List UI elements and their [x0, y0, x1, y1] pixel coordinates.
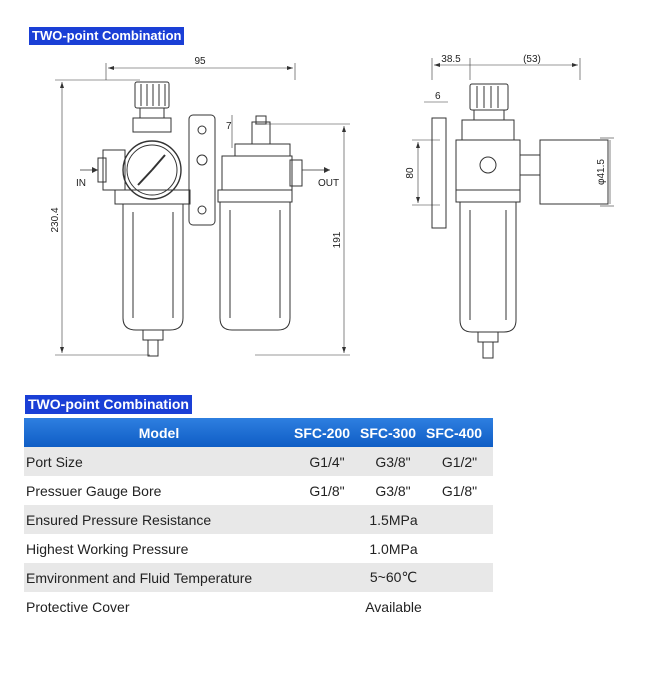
- row-value: 5~60℃: [294, 563, 493, 592]
- row-value: G1/8": [441, 482, 478, 499]
- dim-80: 80: [405, 167, 416, 179]
- table-row: Port Size G1/4" G3/8" G1/2": [24, 447, 493, 476]
- row-label: Port Size: [24, 447, 294, 476]
- header-sfc-300: SFC-300: [360, 418, 426, 447]
- row-value: Available: [365, 598, 422, 615]
- row-value: G1/4": [294, 447, 360, 476]
- row-value: G3/8": [375, 482, 411, 499]
- row-label: Pressuer Gauge Bore: [26, 482, 162, 499]
- header-sfc-400: SFC-400: [426, 418, 493, 447]
- table-row: Ensured Pressure Resistance 1.5MPa: [24, 505, 493, 534]
- row-label: Emvironment and Fluid Temperature: [24, 563, 294, 592]
- table-row: Pressuer Gauge Bore G1/8" G3/8" G1/8": [24, 476, 493, 505]
- header-model: Model: [24, 418, 294, 447]
- dim-6: 6: [435, 91, 441, 102]
- row-value: G1/8": [309, 482, 345, 499]
- row-label: Ensured Pressure Resistance: [24, 505, 294, 534]
- dim-95: 95: [194, 56, 206, 67]
- dim-191: 191: [332, 231, 343, 248]
- table-row: Highest Working Pressure 1.0MPa: [24, 534, 493, 563]
- row-value: 1.5MPa: [294, 505, 493, 534]
- spec-table: Model SFC-200 SFC-300 SFC-400 Port Size …: [24, 418, 493, 621]
- out-label: OUT: [318, 178, 339, 189]
- row-value: G1/2": [426, 447, 493, 476]
- header-sfc-200: SFC-200: [294, 418, 360, 447]
- dim-53: (53): [523, 54, 541, 65]
- technical-drawing: 95 230.4 191 7 I: [50, 54, 614, 359]
- table-row: Protective Cover Available: [24, 592, 493, 621]
- row-label: Protective Cover: [26, 598, 130, 615]
- dim-7: 7: [226, 121, 232, 132]
- dim-230-4: 230.4: [50, 207, 61, 232]
- in-label: IN: [76, 178, 86, 189]
- dim-38-5: 38.5: [441, 54, 461, 65]
- section-title-top: TWO-point Combination: [29, 27, 185, 45]
- row-value: 1.0MPa: [369, 540, 418, 557]
- table-row: Emvironment and Fluid Temperature 5~60℃: [24, 563, 493, 592]
- row-label: Highest Working Pressure: [26, 540, 189, 557]
- table-header-row: Model SFC-200 SFC-300 SFC-400: [24, 418, 493, 447]
- row-value: G3/8": [360, 447, 426, 476]
- dim-phi-41-5: φ41.5: [596, 159, 607, 185]
- section-title-table: TWO-point Combination: [25, 395, 192, 414]
